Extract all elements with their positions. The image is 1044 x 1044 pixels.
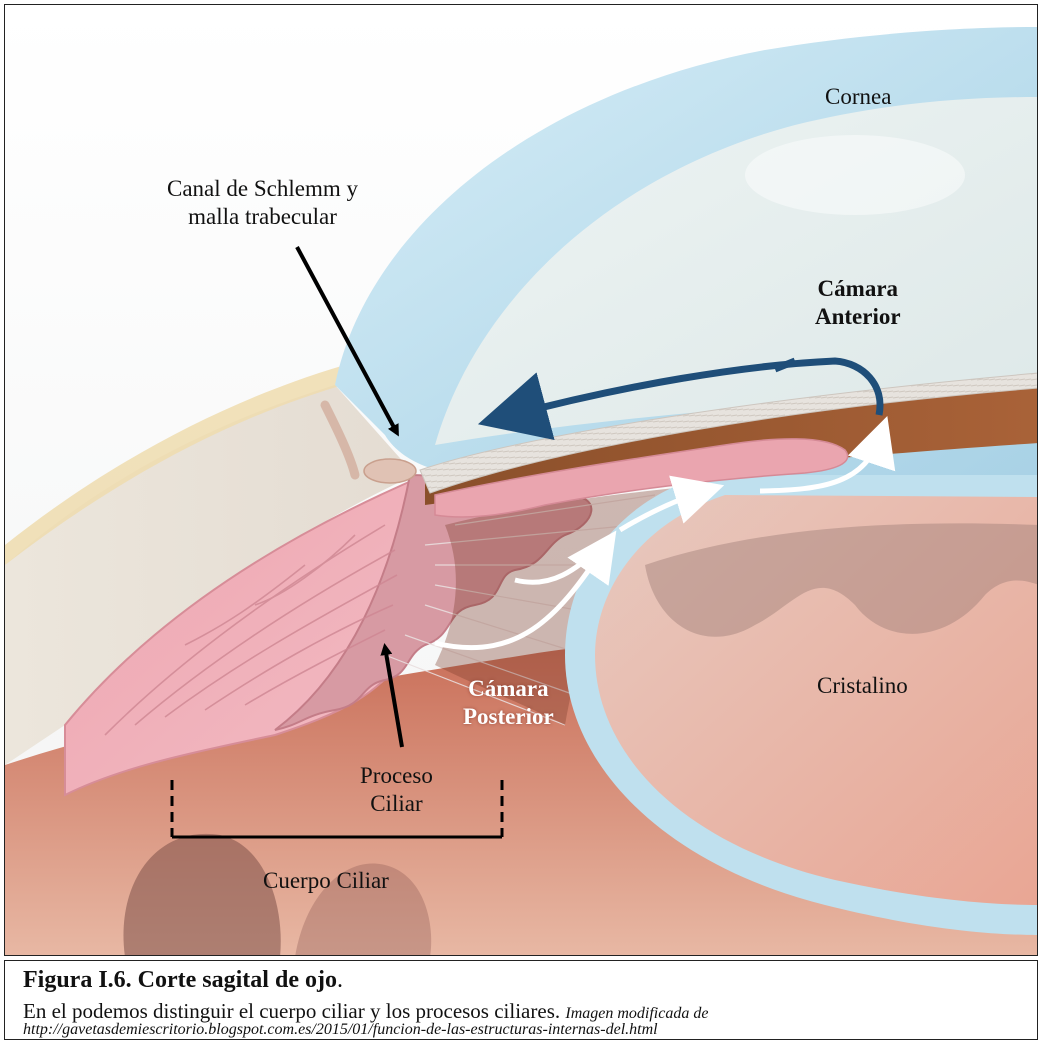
label-proceso-line1: Proceso bbox=[360, 762, 433, 790]
caption-credit: Imagen modificada de bbox=[565, 1005, 708, 1022]
caption-frame: Figura I.6. Corte sagital de ojo. En el … bbox=[4, 960, 1038, 1040]
label-anterior-chamber: Cámara Anterior bbox=[815, 275, 901, 331]
caption-source-url: http://gavetasdemiescritorio.blogspot.co… bbox=[23, 1021, 658, 1039]
label-posterior-chamber: Cámara Posterior bbox=[463, 675, 554, 731]
label-schlemm-line1: Canal de Schlemm y bbox=[167, 175, 358, 203]
label-proceso-ciliar: Proceso Ciliar bbox=[360, 762, 433, 818]
label-schlemm-canal: Canal de Schlemm y malla trabecular bbox=[167, 175, 358, 231]
label-proceso-line2: Ciliar bbox=[360, 790, 433, 818]
caption-title-period: . bbox=[337, 967, 343, 993]
label-anterior-line1: Cámara bbox=[815, 275, 901, 303]
label-posterior-line2: Posterior bbox=[463, 703, 554, 731]
eye-sagittal-illustration bbox=[5, 5, 1038, 956]
figure-frame: Cornea Canal de Schlemm y malla trabecul… bbox=[4, 4, 1038, 956]
caption-title: Figura I.6. Corte sagital de ojo. bbox=[23, 967, 343, 994]
label-cuerpo-ciliar: Cuerpo Ciliar bbox=[263, 867, 389, 895]
label-schlemm-line2: malla trabecular bbox=[167, 203, 358, 231]
caption-title-text: Figura I.6. Corte sagital de ojo bbox=[23, 967, 337, 993]
schlemm-canal-lumen bbox=[364, 459, 416, 483]
label-cristalino: Cristalino bbox=[817, 672, 908, 700]
label-cornea: Cornea bbox=[825, 83, 891, 111]
cornea-highlight bbox=[745, 135, 965, 215]
label-anterior-line2: Anterior bbox=[815, 303, 901, 331]
caption-body-text: En el podemos distinguir el cuerpo cilia… bbox=[23, 999, 565, 1023]
label-posterior-line1: Cámara bbox=[463, 675, 554, 703]
